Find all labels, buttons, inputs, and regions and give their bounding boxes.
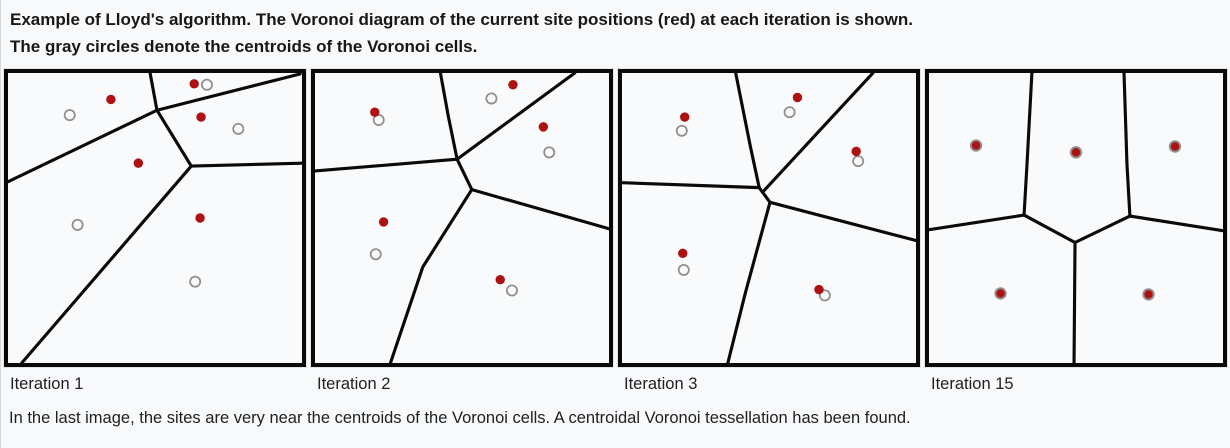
voronoi-edge [455,73,577,161]
voronoi-edge [1122,73,1132,218]
centroid-circle [543,146,556,159]
voronoi-edge [8,108,159,184]
voronoi-edge [761,73,875,194]
figure-title-line-1: Example of Lloyd's algorithm. The Vorono… [10,10,913,29]
voronoi-edge [768,200,916,243]
site-dot [133,158,144,168]
voronoi-edge [1072,240,1077,363]
voronoi-diagram-iteration-2 [311,69,613,367]
voronoi-edge [438,73,459,161]
figure-title: Example of Lloyd's algorithm. The Vorono… [1,0,1230,60]
voronoi-edge [470,188,609,231]
centroid-circle [189,275,202,288]
voronoi-edge [20,164,193,363]
site-dot [1144,290,1153,299]
panel-caption: Iteration 1 [10,375,84,393]
voronoi-diagram-iteration-1 [4,69,306,367]
site-dot [1071,148,1081,157]
centroid-circle [232,122,245,135]
voronoi-edge [1128,214,1223,233]
voronoi-edge [155,108,193,168]
voronoi-svg [315,73,609,363]
voronoi-svg [622,73,916,363]
site-dot [678,248,688,258]
panel-caption: Iteration 2 [317,375,391,393]
voronoi-panels-row: Iteration 1 Iteration 2 Iteration 3 Iter… [1,69,1230,394]
voronoi-edge [1073,214,1132,245]
panel-caption: Iteration 15 [931,375,1014,393]
site-dot [971,141,981,150]
voronoi-edge [388,188,474,363]
site-dot [106,94,116,105]
centroid-circle [372,114,385,127]
centroid-circle [71,218,84,231]
figure-block-iteration-3: Iteration 3 [618,69,920,394]
centroid-circle [369,248,382,261]
site-dot [680,112,690,122]
figure-block-iteration-1: Iteration 1 [4,69,306,394]
voronoi-edge [929,213,1026,232]
figure-title-line-2: The gray circles denote the centroids of… [10,37,478,56]
site-dot [1170,142,1180,151]
voronoi-edge [189,161,302,168]
site-dot [538,122,549,132]
figure-block-iteration-15: Iteration 15 [925,69,1227,394]
panel-caption: Iteration 3 [624,375,698,393]
centroid-circle [675,124,688,137]
site-dot [495,275,505,285]
voronoi-diagram-iteration-3 [618,69,920,367]
voronoi-svg [8,73,302,363]
centroid-circle [852,155,865,168]
site-dot [370,107,380,117]
voronoi-edge [1022,73,1034,217]
voronoi-edge [315,157,459,173]
voronoi-edge [148,73,159,112]
figure-footer-caption: In the last image, the sites are very ne… [9,409,911,427]
site-dot [792,92,803,103]
voronoi-edge [734,73,761,190]
site-dot [814,284,824,295]
centroid-circle [677,263,690,276]
centroid-circle [818,289,831,302]
centroid-circle [506,284,518,297]
voronoi-edge [726,200,772,363]
centroid-circle [63,109,76,122]
voronoi-edge [455,157,474,192]
centroid-circle [200,78,213,91]
voronoi-edge [1022,213,1077,245]
site-dot [195,213,205,223]
voronoi-svg [929,73,1223,363]
site-dot [508,80,518,90]
figure-block-iteration-2: Iteration 2 [311,69,613,394]
centroid-circle [485,92,498,105]
site-dot [851,146,861,157]
site-dot [378,217,389,227]
site-dot [996,289,1005,298]
site-dot [196,112,206,122]
voronoi-diagram-iteration-15 [925,69,1227,367]
voronoi-edge [622,181,761,190]
voronoi-edge [757,186,772,204]
site-dot [189,79,199,89]
centroid-circle [783,106,796,119]
voronoi-edge [155,73,302,112]
